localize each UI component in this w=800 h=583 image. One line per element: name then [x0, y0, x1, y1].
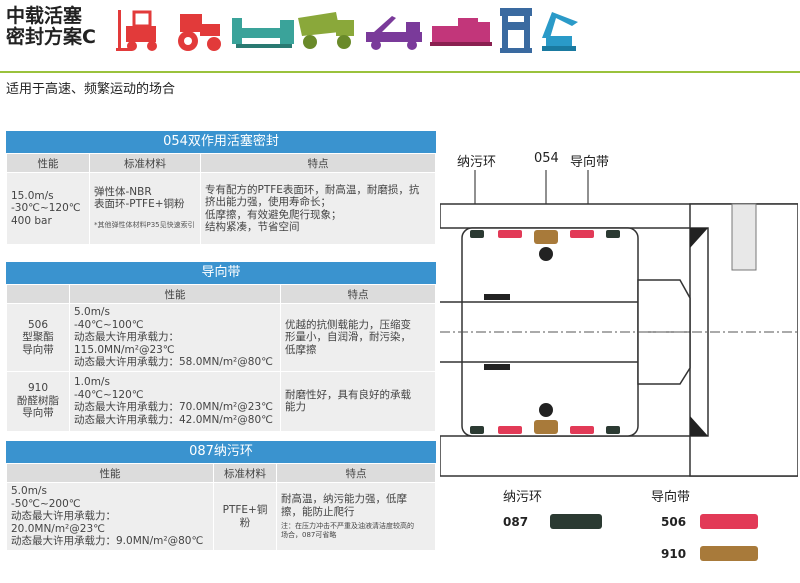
guide-910-perf: 1.0m/s -40℃~120℃ 动态最大许用承载力：70.0MN/m²@23℃…: [69, 370, 281, 432]
legend-swatch-910: [700, 546, 758, 561]
feature-line: 优越的抗侧载能力，压缩变: [285, 318, 411, 331]
seal-054-title: 054双作用活塞密封: [6, 131, 436, 153]
legend-code-506: 506: [661, 515, 687, 529]
legend-wiper-title: 纳污环: [503, 490, 543, 505]
header-material: 标准材料: [213, 463, 277, 483]
wiper-087-features: 耐高温，纳污能力强，低摩 擦，能防止爬行 注：在压力冲击不严重及油液清洁度较高的…: [276, 482, 436, 551]
guide-506-perf: 5.0m/s -40℃~100℃ 动态最大许用承载力：115.0MN/m²@23…: [69, 303, 281, 372]
feature-line: 耐磨性好，具有良好的承载: [285, 388, 411, 401]
guide-910-features: 耐磨性好，具有良好的承载 能力: [280, 370, 436, 432]
perf-line: 动态最大许用承载力：42.0MN/m²@80℃: [74, 413, 273, 426]
wiper-087-table: 性能 标准材料 特点 5.0m/s -50℃~200℃ 动态最大许用承载力：20…: [6, 463, 436, 551]
name-line: 导向带: [22, 407, 54, 420]
header-perf: 性能: [69, 284, 281, 304]
perf-line: 1.0m/s: [74, 376, 110, 388]
wiper-note: 注：在压力冲击不严重及油液清洁度较高的: [281, 522, 414, 530]
material-line: 表面环-PTFE+铜粉: [94, 198, 185, 211]
feature-line: 挤出能力强，使用寿命长；: [205, 196, 331, 208]
guide-title: 导向带: [6, 262, 436, 284]
legend-code-910: 910: [661, 547, 687, 561]
wiper-087-panel: 087纳污环 性能 标准材料 特点 5.0m/s -50℃~200℃ 动态最大许…: [6, 441, 436, 551]
seal-054-perf: 15.0m/s -30℃~120℃ 400 bar: [6, 172, 90, 245]
name-line: 酚醛树脂: [17, 394, 59, 407]
name-line: 型聚酯: [22, 331, 54, 343]
perf-line: 动态最大许用承载力：9.0MN/m²@80℃: [11, 535, 204, 548]
crane-truck-icon: [366, 16, 422, 50]
perf-line: 动态最大许用承载力：70.0MN/m²@23℃: [74, 401, 273, 413]
wiper-note: 场合，087可省略: [281, 531, 337, 539]
legend-swatch-506: [700, 514, 758, 529]
perf-line: 15.0m/s: [11, 189, 54, 202]
guide-panel: 导向带 性能 特点 506 型聚酯 导向带 5.0m/s -40℃~100℃ 动…: [6, 262, 436, 432]
table-row: 506 型聚酯 导向带 5.0m/s -40℃~100℃ 动态最大许用承载力：1…: [6, 303, 436, 372]
guide-910-name: 910 酚醛树脂 导向带: [6, 370, 70, 432]
seal-054-features: 专有配方的PTFE表面环，耐高温，耐磨损，抗 挤出能力强，使用寿命长； 低摩擦，…: [200, 172, 436, 245]
seal-054-panel: 054双作用活塞密封 性能 标准材料 特点 15.0m/s -30℃~120℃ …: [6, 131, 436, 245]
guide-506-features: 优越的抗侧载能力，压缩变 形量小，自润滑，耐污染， 低摩擦: [280, 303, 436, 372]
excavator-icon: [542, 12, 578, 51]
legend-code-087: 087: [503, 515, 529, 529]
feature-line: 能力: [285, 401, 306, 413]
dump-truck-icon: [298, 12, 354, 49]
page-subtitle: 适用于高速、频繁运动的场合: [6, 82, 176, 97]
header-features: 特点: [200, 153, 436, 173]
name-line: 导向带: [22, 343, 54, 356]
material-line: 弹性体-NBR: [94, 185, 152, 198]
perf-line: -50℃~200℃: [11, 497, 81, 510]
perf-line: -40℃~100℃: [74, 318, 144, 331]
table-row: 910 酚醛树脂 导向带 1.0m/s -40℃~120℃ 动态最大许用承载力：…: [6, 370, 436, 432]
feature-line: 耐高温，纳污能力强，低摩: [281, 493, 407, 505]
legend-guide-title: 导向带: [651, 490, 691, 505]
guide-table: 性能 特点 506 型聚酯 导向带 5.0m/s -40℃~100℃ 动态最大许…: [6, 284, 436, 432]
header-divider: [0, 71, 800, 73]
header-perf: 性能: [6, 463, 214, 483]
press-machine-icon: [232, 18, 294, 48]
feature-line: 低摩擦: [285, 343, 317, 356]
wiper-087-title: 087纳污环: [6, 441, 436, 463]
diagram-label-054: 054: [534, 151, 559, 166]
diagram-label-wiper: 纳污环: [457, 155, 497, 170]
header-perf: 性能: [6, 153, 90, 173]
title-line-2: 密封方案C: [6, 26, 96, 48]
perf-line: 400 bar: [11, 214, 52, 227]
name-line: 910: [27, 382, 49, 395]
perf-line: 5.0m/s: [11, 485, 47, 498]
perf-line: 动态最大许用承载力：20.0MN/m²@23℃: [11, 510, 116, 535]
piston-cross-section-diagram: [440, 170, 798, 477]
seal-054-table: 性能 标准材料 特点 15.0m/s -30℃~120℃ 400 bar 弹性体…: [6, 153, 436, 245]
seal-054-material: 弹性体-NBR 表面环-PTFE+铜粉 *其他弹性体材料P35见快速索引: [89, 172, 201, 245]
feature-line: 形量小，自润滑，耐污染，: [285, 331, 411, 343]
perf-line: 动态最大许用承载力：58.0MN/m²@80℃: [74, 356, 273, 368]
page-title: 中载活塞 密封方案C: [6, 6, 96, 48]
material-note: *其他弹性体材料P35见快速索引: [94, 220, 195, 229]
perf-line: -30℃~120℃: [11, 202, 81, 215]
perf-line: -40℃~120℃: [74, 388, 144, 401]
legend-swatch-087: [550, 514, 602, 529]
header-features: 特点: [280, 284, 436, 304]
header-material: 标准材料: [89, 153, 201, 173]
injection-machine-icon: [430, 18, 492, 46]
feature-line: 专有配方的PTFE表面环，耐高温，耐磨损，抗: [205, 183, 420, 196]
title-line-1: 中载活塞: [6, 5, 83, 27]
perf-line: 5.0m/s: [74, 306, 110, 318]
feature-line: 低摩擦，有效避免爬行现象；: [205, 208, 342, 221]
tractor-icon: [178, 14, 221, 51]
forklift-icon: [116, 10, 157, 51]
name-line: 506: [27, 318, 49, 331]
header-blank: [6, 284, 70, 304]
feature-line: 结构紧凑，节省空间: [205, 221, 300, 233]
diagram-label-guide: 导向带: [570, 155, 610, 170]
header-features: 特点: [276, 463, 436, 483]
hydraulic-press-icon: [500, 8, 532, 53]
guide-506-name: 506 型聚酯 导向带: [6, 303, 70, 372]
wiper-087-material: PTFE+铜粉: [213, 482, 277, 551]
wiper-087-perf: 5.0m/s -50℃~200℃ 动态最大许用承载力：20.0MN/m²@23℃…: [6, 482, 214, 551]
perf-line: 动态最大许用承载力：115.0MN/m²@23℃: [74, 331, 179, 356]
feature-line: 擦，能防止爬行: [281, 505, 355, 518]
